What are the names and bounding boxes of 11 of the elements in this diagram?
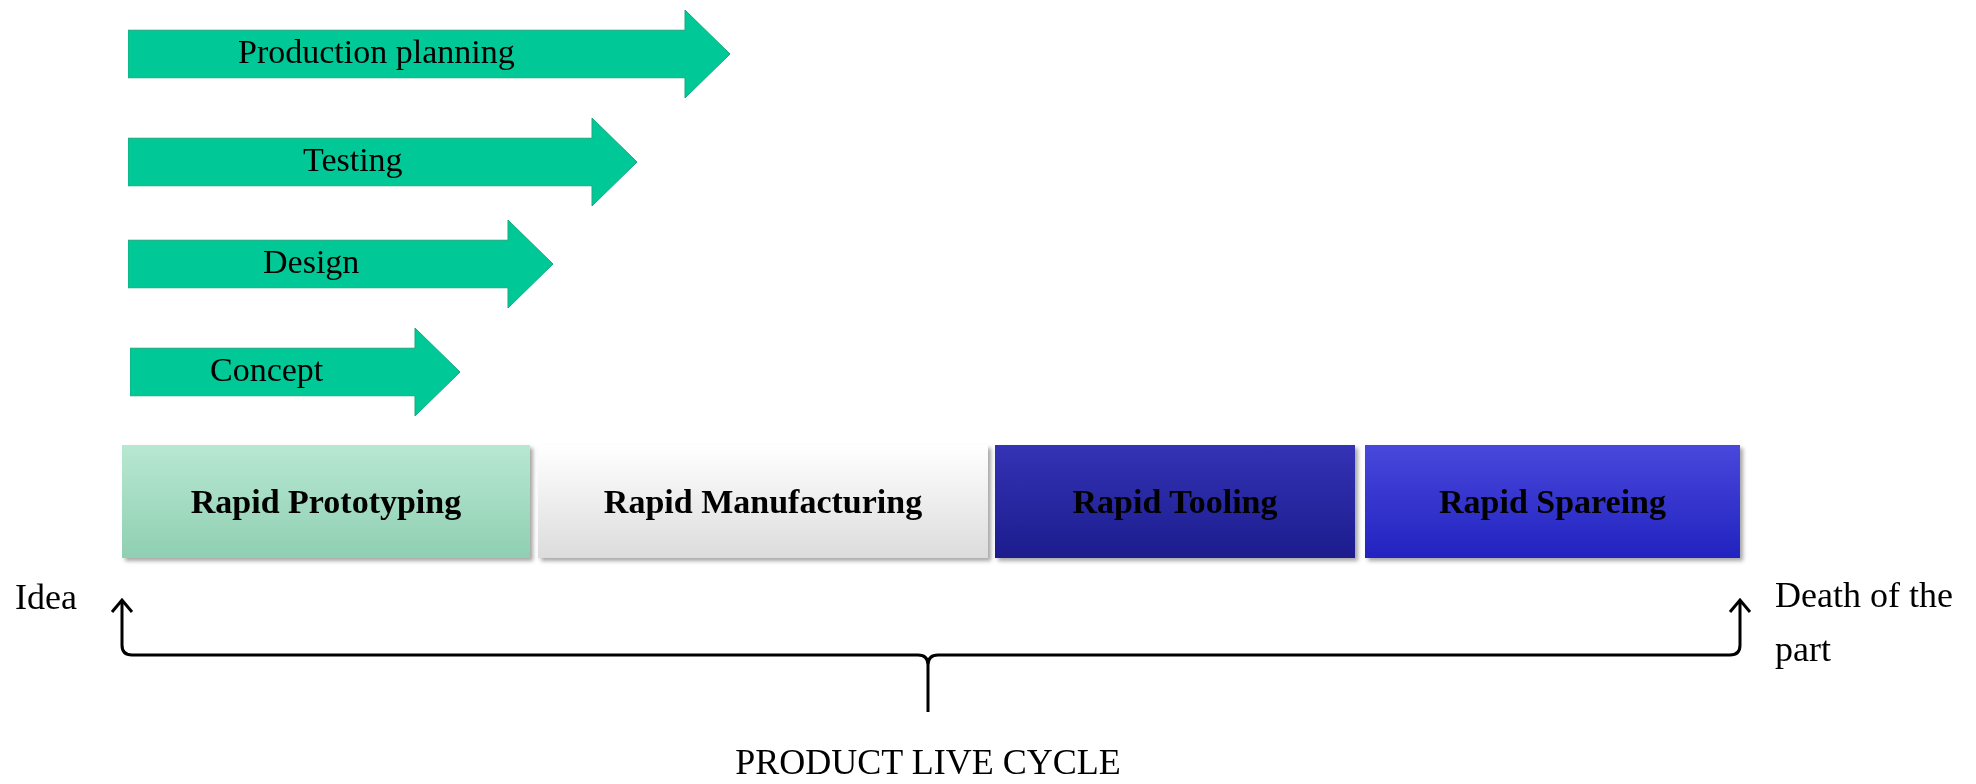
stage-label: Testing <box>303 141 403 179</box>
stage-label: Production planning <box>238 33 515 71</box>
end-label: Death of the part <box>1775 574 1954 671</box>
end-label: Idea <box>15 576 77 619</box>
phase-box: Rapid Manufacturing <box>538 445 988 558</box>
stage-label: Concept <box>210 351 324 389</box>
phase-box: Rapid Spareing <box>1365 445 1740 558</box>
phase-box: Rapid Prototyping <box>122 445 530 558</box>
stage-label: Design <box>263 243 360 281</box>
phase-box: Rapid Tooling <box>995 445 1355 558</box>
caption-text: PRODUCT LIVE CYCLE <box>734 741 1122 784</box>
